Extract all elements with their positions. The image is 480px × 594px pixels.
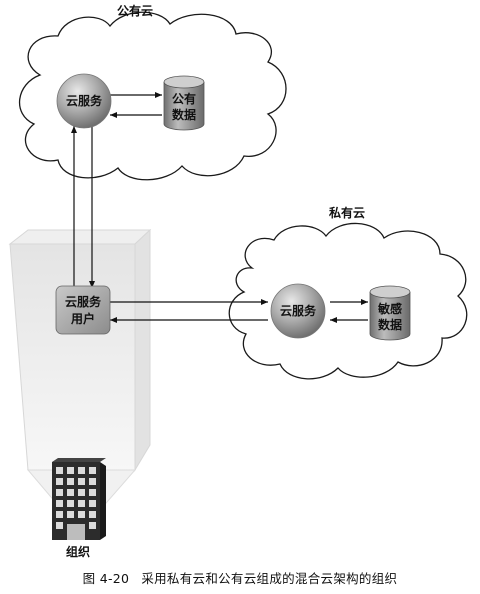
building-window <box>89 478 96 485</box>
building-window <box>89 467 96 474</box>
public-cloud <box>18 11 287 181</box>
building-window <box>89 489 96 496</box>
figure-number: 图 4-20 <box>82 571 130 586</box>
building-window <box>89 522 96 529</box>
public-cloud-label: 公有云 <box>117 3 153 18</box>
building-window <box>67 467 74 474</box>
building-window <box>56 522 63 529</box>
user-line2: 用户 <box>70 311 95 326</box>
building-window <box>56 511 63 518</box>
building-window <box>56 478 63 485</box>
cloud-service-user: 云服务 用户 <box>55 285 111 335</box>
figure-caption: 图 4-20 采用私有云和公有云组成的混合云架构的组织 <box>0 568 480 587</box>
building-door <box>67 524 85 540</box>
private-cloud-label: 私有云 <box>328 205 365 220</box>
building-window <box>67 489 74 496</box>
sphere-icon <box>270 283 326 339</box>
building-window <box>89 511 96 518</box>
private-cloud <box>228 222 468 380</box>
organization-building-icon <box>52 458 106 540</box>
user-line1: 云服务 <box>65 294 102 309</box>
public-cloud-service: 云服务 <box>56 73 112 129</box>
organization-label: 组织 <box>66 544 90 559</box>
figure-caption-text: 采用私有云和公有云组成的混合云架构的组织 <box>141 571 398 586</box>
private-cloud-service: 云服务 <box>270 283 326 339</box>
connectors <box>71 92 368 323</box>
building-window <box>56 489 63 496</box>
user-box-icon <box>55 285 111 335</box>
database-icon <box>369 285 411 299</box>
building-window <box>56 467 63 474</box>
building-window <box>67 511 74 518</box>
public-data: 公有 数据 <box>163 75 205 131</box>
building-window <box>78 511 85 518</box>
building-window <box>67 478 74 485</box>
sensitive-data-line2: 数据 <box>378 317 402 332</box>
building-window <box>67 500 74 507</box>
database-icon <box>163 75 205 89</box>
public-service-label: 云服务 <box>66 93 103 108</box>
sensitive-data: 敏感 数据 <box>369 285 411 341</box>
building-window <box>78 489 85 496</box>
building-window <box>78 500 85 507</box>
public-data-line2: 数据 <box>172 107 196 122</box>
building-window <box>89 500 96 507</box>
sphere-icon <box>56 73 112 129</box>
building-window <box>78 467 85 474</box>
building-window <box>78 478 85 485</box>
private-service-label: 云服务 <box>280 303 317 318</box>
public-data-line1: 公有 <box>172 91 196 106</box>
building-window <box>56 500 63 507</box>
sensitive-data-line1: 敏感 <box>377 301 402 316</box>
